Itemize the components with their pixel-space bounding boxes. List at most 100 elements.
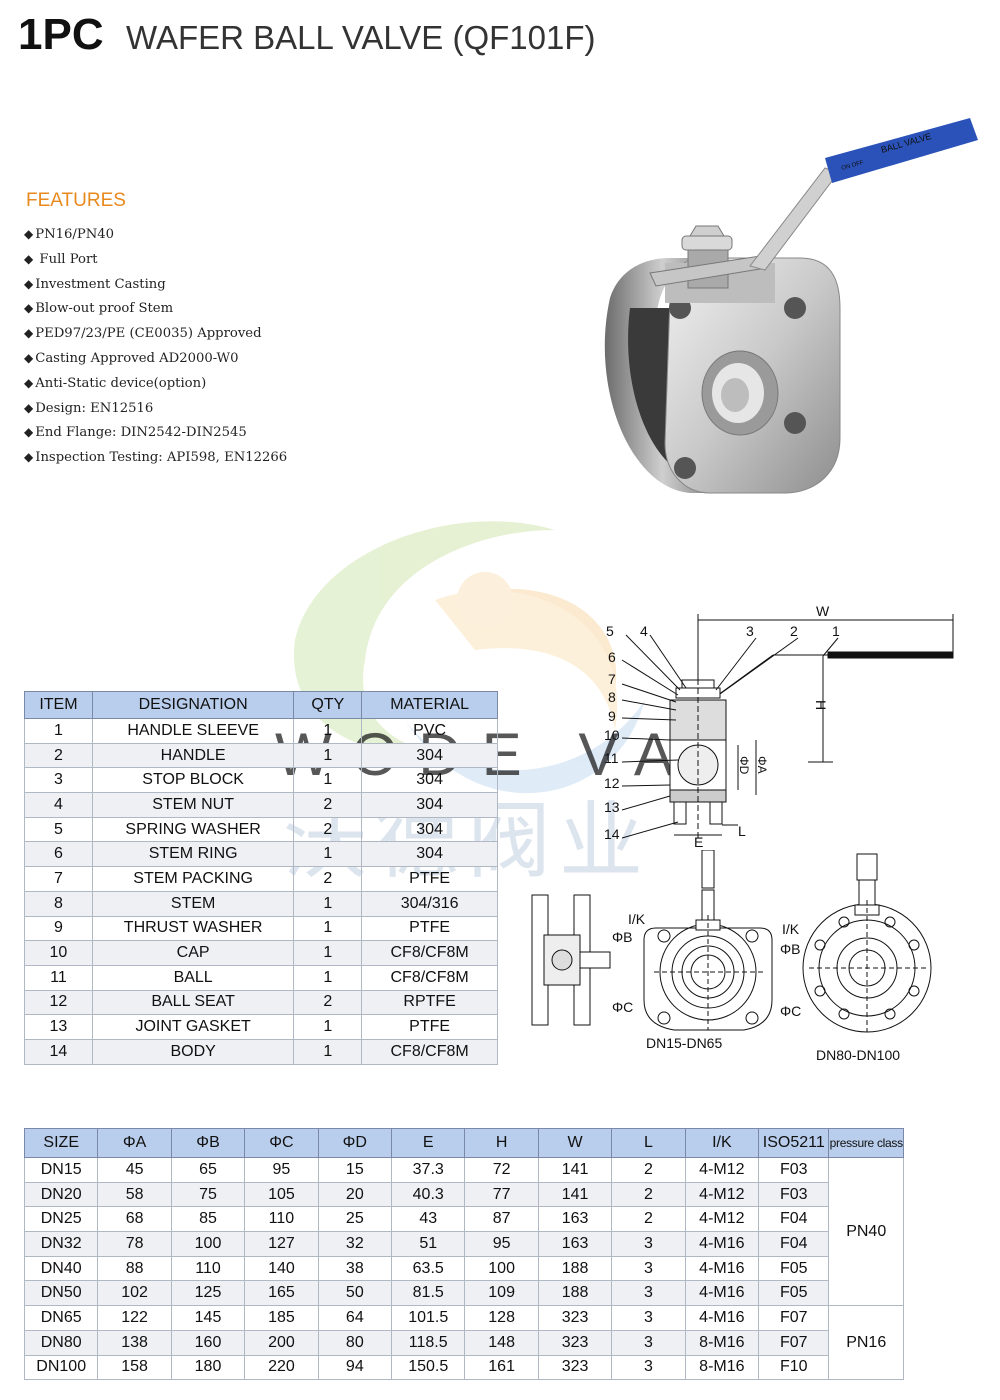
callout-2: 2 (790, 623, 798, 639)
product-image: BALL VALVE ON OFF (604, 118, 978, 494)
feature-text: PED97/23/PE (CE0035) Approved (35, 326, 262, 342)
dimensions-cell: DN40 (23, 1255, 99, 1282)
view-label-large: DN80-DN100 (816, 1047, 900, 1063)
dimensions-cell: 180 (170, 1354, 246, 1381)
dimensions-cell: 15 (317, 1157, 393, 1183)
dimensions-cell: 185 (244, 1305, 319, 1331)
dimensions-cell: 4-M12 (684, 1157, 760, 1183)
parts-cell: HANDLE SLEEVE (91, 718, 295, 744)
dimensions-cell: 65 (170, 1157, 246, 1183)
diamond-bullet-icon: ◆ (24, 350, 34, 365)
dimensions-cell: 200 (244, 1329, 319, 1356)
front-label-b-large: ΦB (780, 941, 801, 957)
dimensions-cell: 323 (537, 1329, 613, 1356)
dimensions-header-cell: ΦA (97, 1128, 172, 1158)
dimensions-cell: 58 (97, 1181, 172, 1208)
dimensions-cell: 150.5 (391, 1354, 466, 1381)
dimensions-cell: 72 (464, 1157, 539, 1183)
feature-text: Blow-out proof Stem (35, 301, 174, 317)
dimensions-cell: 2 (611, 1206, 686, 1233)
parts-cell: 2 (293, 866, 363, 892)
dimensions-header-cell: ΦD (317, 1128, 393, 1158)
features-heading: FEATURES (26, 190, 126, 211)
parts-cell: JOINT GASKET (91, 1014, 295, 1040)
parts-cell: STEM PACKING (91, 866, 295, 892)
dimensions-cell: 110 (244, 1206, 319, 1233)
dimensions-cell: 50 (317, 1280, 393, 1307)
view-label-small: DN15-DN65 (646, 1035, 722, 1051)
parts-cell: 8 (24, 890, 93, 917)
features-list: ◆PN16/PN40◆ Full Port◆Investment Casting… (24, 222, 287, 470)
feature-item: ◆Investment Casting (24, 272, 287, 297)
dimensions-cell: 188 (537, 1255, 613, 1282)
dimensions-header-cell: L (611, 1128, 686, 1158)
parts-cell: BALL (91, 964, 295, 991)
dimensions-cell: 3 (611, 1354, 686, 1381)
pressure-class-cell: PN40 (828, 1156, 904, 1307)
parts-cell: 304 (361, 816, 498, 843)
callout-6: 6 (608, 649, 616, 665)
callout-8: 8 (608, 689, 616, 705)
dim-d: ΦD (737, 756, 751, 775)
dimensions-cell: 110 (170, 1255, 246, 1282)
feature-text: PN16/PN40 (35, 227, 115, 242)
dimensions-cell: 8-M16 (684, 1354, 760, 1381)
parts-cell: CF8/CF8M (361, 964, 498, 991)
dimensions-cell: 38 (317, 1255, 393, 1282)
parts-cell: 1 (293, 742, 363, 769)
dimensions-cell: 4-M16 (684, 1305, 760, 1331)
parts-cell: 2 (293, 816, 363, 843)
dimensions-cell: 78 (97, 1231, 172, 1257)
parts-cell: STEM NUT (91, 792, 295, 818)
parts-cell: CF8/CF8M (361, 940, 498, 966)
feature-item: ◆Blow-out proof Stem (24, 296, 287, 321)
dimensions-cell: 3 (611, 1305, 686, 1331)
dimensions-cell: 323 (537, 1354, 613, 1381)
dimensions-cell: 141 (537, 1181, 613, 1208)
parts-cell: 10 (24, 940, 93, 966)
dimensions-cell: 165 (244, 1280, 319, 1307)
parts-cell: 7 (24, 866, 93, 892)
dimensions-cell: F07 (758, 1329, 830, 1356)
dimensions-cell: 4-M16 (684, 1280, 760, 1307)
dimensions-cell: 3 (611, 1329, 686, 1356)
parts-cell: PTFE (361, 1014, 498, 1040)
dimensions-cell: 80 (317, 1329, 393, 1356)
dimensions-cell: 127 (244, 1231, 319, 1257)
callout-9: 9 (608, 708, 616, 724)
dimensions-header-cell: ΦC (244, 1128, 319, 1158)
dimensions-cell: 4-M12 (684, 1206, 760, 1233)
dimensions-cell: 100 (170, 1231, 246, 1257)
feature-item: ◆PN16/PN40 (24, 222, 287, 247)
front-label-b: ΦB (612, 929, 633, 945)
dimensions-cell: 32 (317, 1231, 393, 1257)
dimensions-cell: 3 (611, 1231, 686, 1257)
dimensions-cell: 8-M16 (684, 1329, 760, 1356)
dimensions-cell: 20 (317, 1181, 393, 1208)
dimensions-cell: 51 (391, 1231, 466, 1257)
dimensions-cell: DN25 (23, 1206, 99, 1233)
dimensions-cell: 25 (317, 1206, 393, 1233)
parts-cell: STOP BLOCK (91, 767, 295, 794)
cross-section-drawing: 5 4 3 2 1 6 7 8 9 10 11 12 13 14 W H ΦD … (604, 603, 954, 850)
dimensions-cell: 37.3 (391, 1157, 466, 1183)
callout-12: 12 (604, 775, 620, 791)
dimensions-cell: 75 (170, 1181, 246, 1208)
dimensions-header-cell: W (537, 1128, 613, 1158)
parts-cell: 5 (24, 816, 93, 843)
parts-cell: CF8/CF8M (361, 1038, 498, 1065)
dimensions-cell: 87 (464, 1206, 539, 1233)
parts-cell: PTFE (361, 915, 498, 942)
parts-cell: 1 (293, 940, 363, 966)
dimensions-cell: 105 (244, 1181, 319, 1208)
dimensions-cell: 100 (464, 1255, 539, 1282)
parts-cell: 1 (293, 1038, 363, 1065)
dimensions-cell: 85 (170, 1206, 246, 1233)
parts-cell: 304 (361, 767, 498, 794)
